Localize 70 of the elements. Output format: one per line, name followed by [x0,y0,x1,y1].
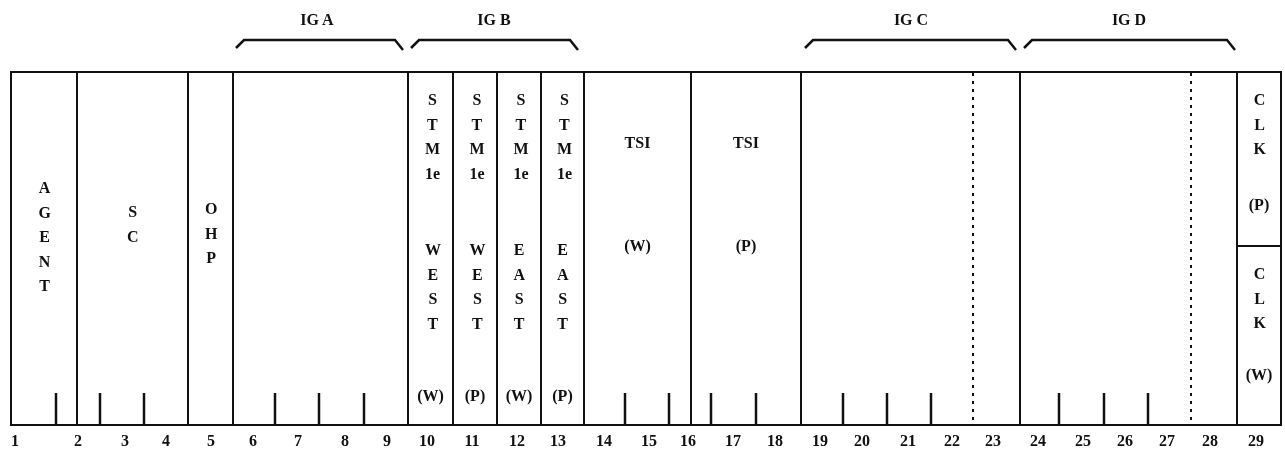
slot-number: 15 [641,432,657,450]
slot-number: 14 [596,432,612,450]
slot-number: 3 [121,432,129,450]
slot-number: 19 [812,432,828,450]
slot-number: 4 [162,432,170,450]
slot-panel [452,71,498,426]
vertical-panel-label: WEST [424,240,441,334]
slot-number: 27 [1159,432,1175,450]
panel-label: (P) [1248,195,1270,216]
vertical-panel-label: STM1e [556,90,572,184]
vertical-panel-label: STM1e [469,90,485,184]
group-label: IG D [1111,11,1147,29]
slot-panel [583,71,692,426]
slot-number: 25 [1075,432,1091,450]
panel-label: (P) [464,386,486,407]
panel-label: (W) [505,386,533,407]
vertical-panel-label: OHP [204,199,218,268]
group-label: IG B [477,11,511,29]
panel-label: (W) [624,236,651,257]
slot-number: 17 [725,432,741,450]
vertical-panel-label: SC [126,202,139,247]
panel-label: (P) [735,236,757,257]
slot-panel [187,71,234,426]
vertical-panel-label: EAST [513,240,525,334]
slot-number: 9 [383,432,391,450]
panel-label: (W) [417,386,444,407]
panel-label: (W) [1245,365,1273,386]
group-label: IG A [300,11,334,29]
slot-number: 1 [11,432,19,450]
group-label: IG C [893,11,929,29]
slot-panel [407,71,454,426]
slot-panel [10,71,78,426]
slot-number: 13 [550,432,566,450]
slot-panel [690,71,802,426]
slot-number: 10 [419,432,435,450]
vertical-panel-label: AGENT [38,178,51,296]
slot-number: 7 [294,432,302,450]
slot-number: 5 [207,432,215,450]
slot-number: 28 [1202,432,1218,450]
panel-label: TSI [733,133,759,153]
panel-label: (P) [552,386,573,407]
slot-panel [496,71,542,426]
empty-slot-panel [1019,71,1238,426]
slot-panel [1236,245,1282,426]
slot-number: 11 [464,432,480,450]
slot-number: 12 [509,432,525,450]
vertical-panel-label: STM1e [513,90,529,184]
slot-panel [1236,71,1282,247]
empty-slot-panel [800,71,1021,426]
slot-number: 26 [1117,432,1133,450]
slot-number: 24 [1030,432,1046,450]
slot-number: 21 [900,432,916,450]
slot-panel [76,71,189,426]
slot-number: 2 [74,432,82,450]
vertical-panel-label: CLK [1253,264,1266,333]
slot-number: 29 [1248,432,1264,450]
slot-number: 22 [944,432,960,450]
vertical-panel-label: EAST [556,240,569,334]
slot-panel [540,71,585,426]
vertical-panel-label: CLK [1253,90,1266,159]
slot-number: 8 [341,432,349,450]
slot-number: 20 [854,432,870,450]
slot-number: 16 [680,432,696,450]
vertical-panel-label: WEST [469,240,486,334]
empty-slot-panel [232,71,409,426]
panel-label: TSI [624,133,651,153]
slot-number: 23 [985,432,1001,450]
vertical-panel-label: STM1e [424,90,440,184]
slot-number: 18 [767,432,783,450]
slot-number: 6 [249,432,257,450]
